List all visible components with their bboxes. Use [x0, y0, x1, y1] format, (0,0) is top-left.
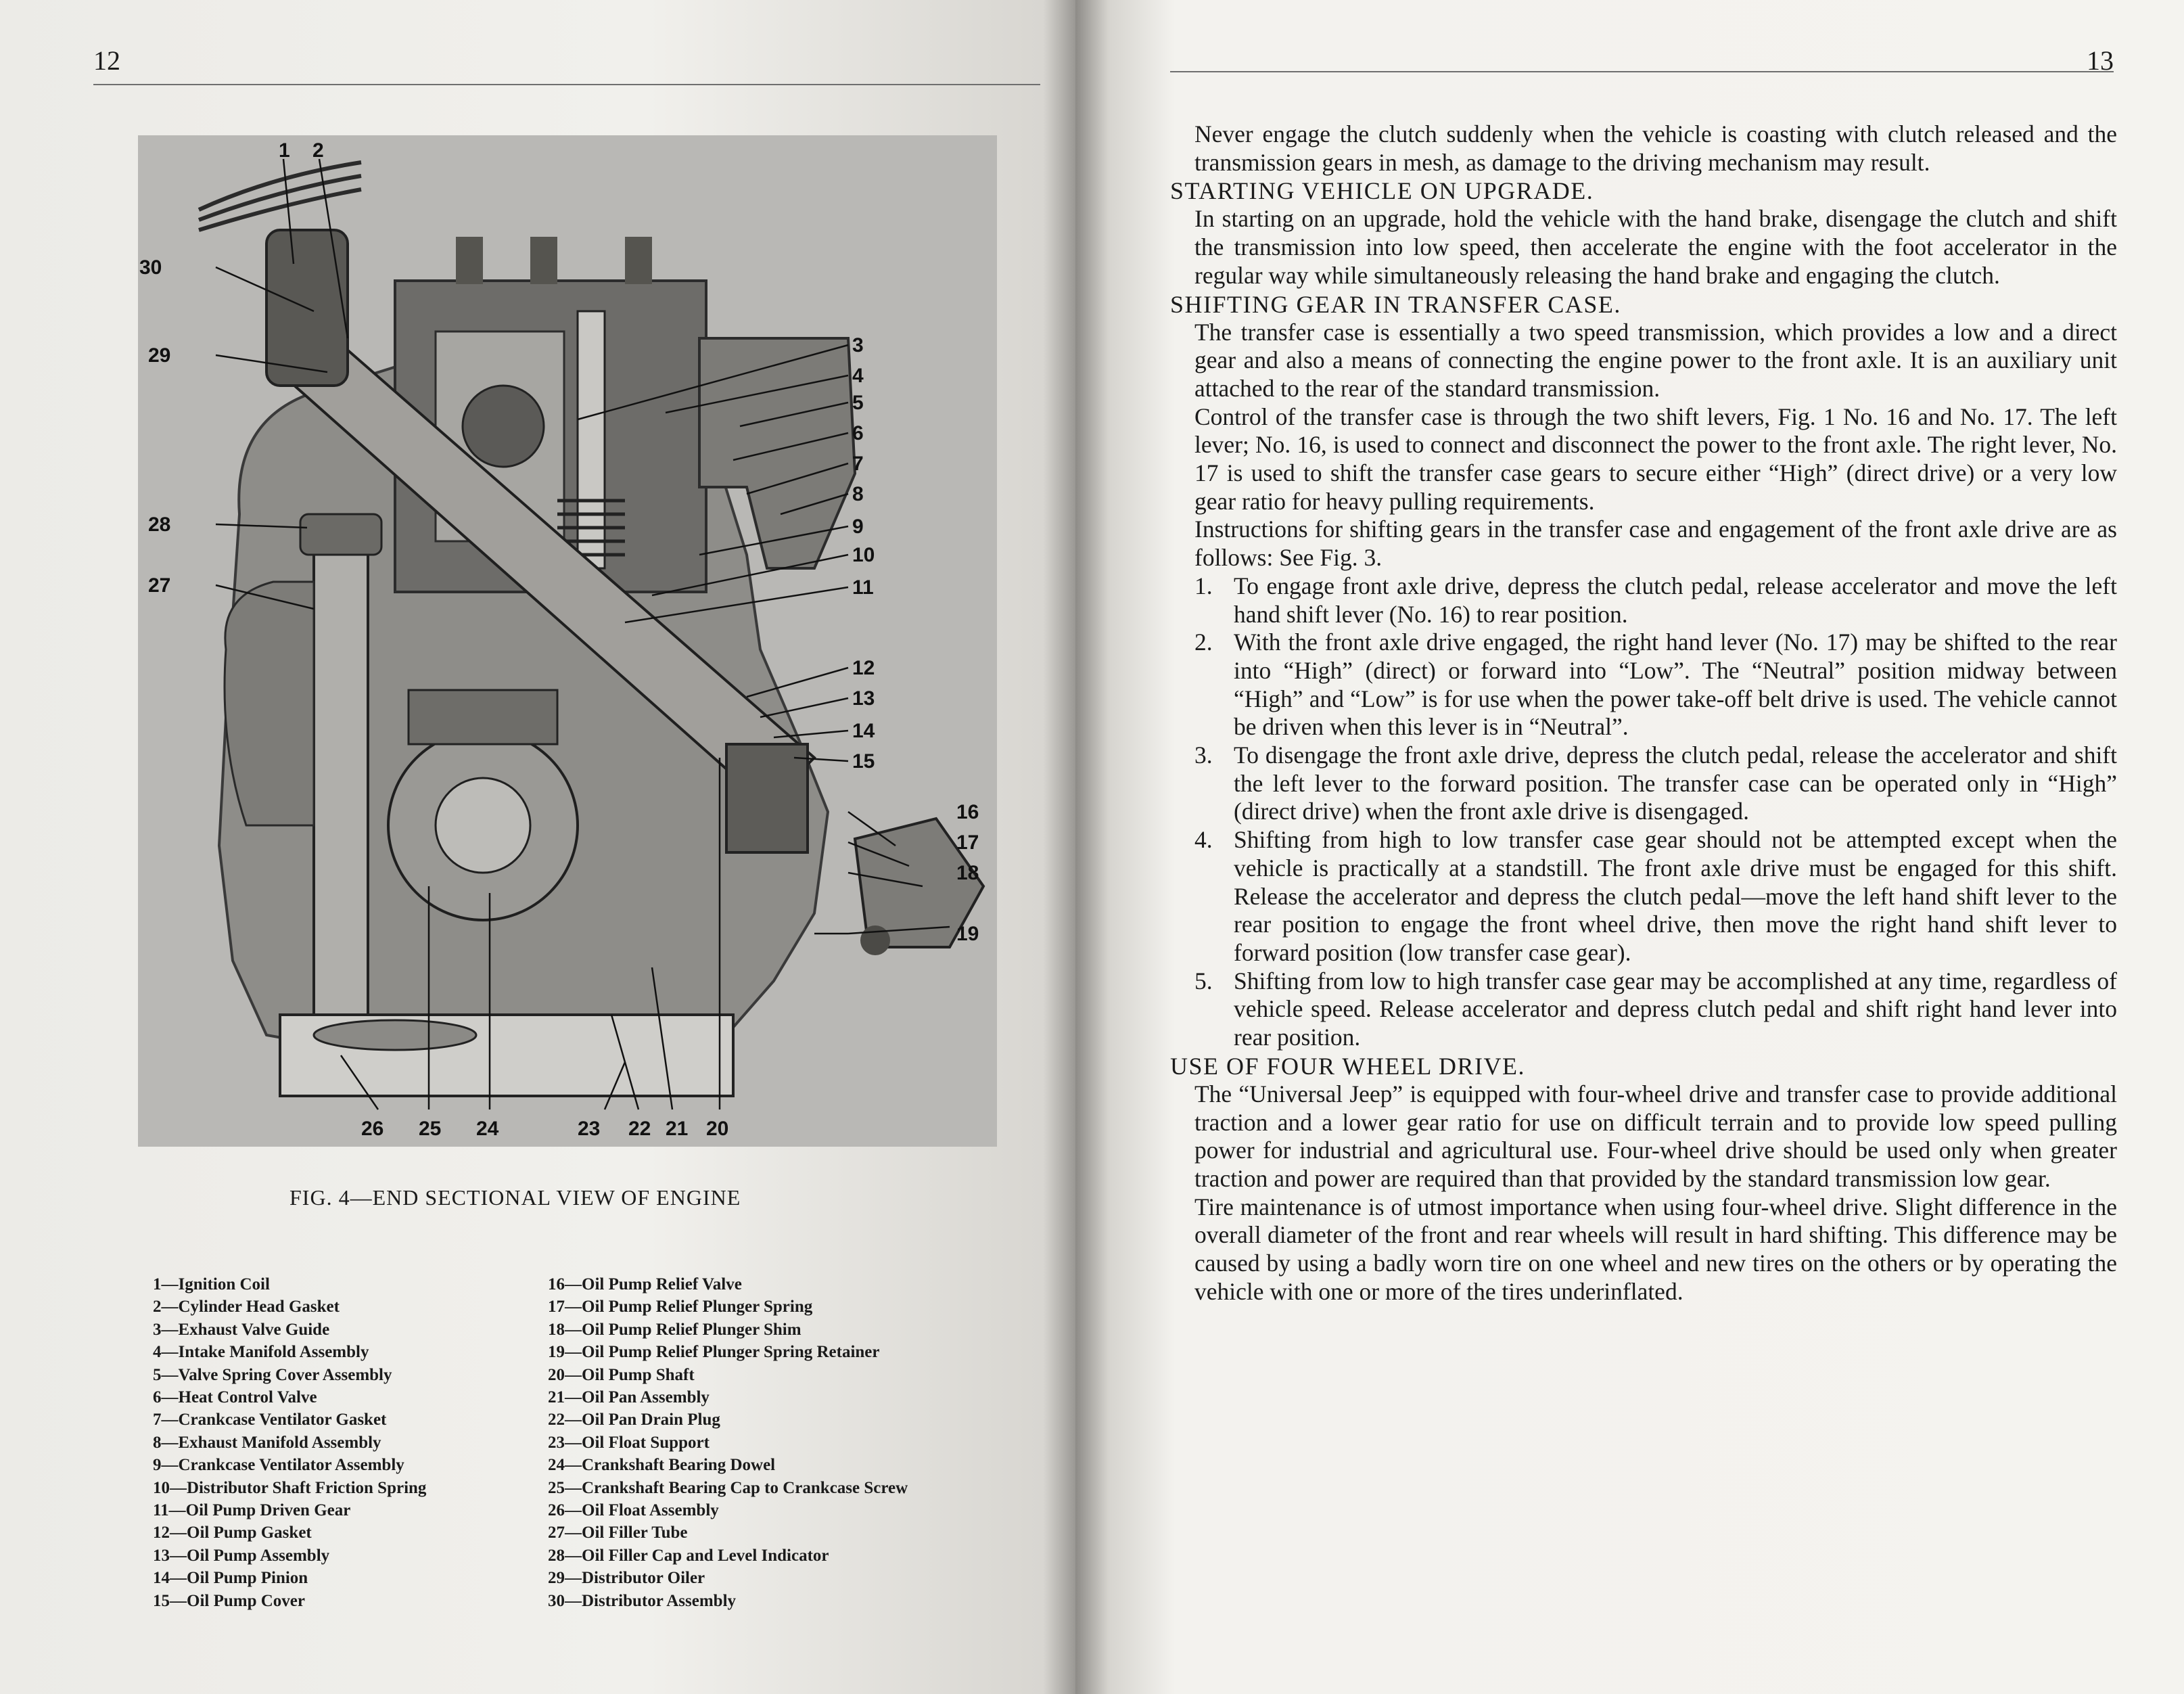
list-item: 3. To disengage the front axle drive, dep…	[1194, 741, 2117, 826]
callout-29: 29	[148, 344, 170, 367]
legend-item: 7—Crankcase Ventilator Gasket	[153, 1411, 387, 1429]
callout-24: 24	[476, 1118, 499, 1140]
callout-9: 9	[852, 516, 864, 538]
legend-item: 6—Heat Control Valve	[153, 1388, 317, 1407]
legend-column-right: 16—Oil Pump Relief Valve 17—Oil Pump Rel…	[548, 1273, 1035, 1612]
callout-17: 17	[956, 831, 979, 854]
callout-27: 27	[148, 574, 170, 597]
legend-item: 25—Crankshaft Bearing Cap to Crankcase S…	[548, 1478, 908, 1497]
list-item-number: 3.	[1194, 741, 1213, 769]
page-body: Never engage the clutch suddenly when th…	[1170, 120, 2117, 1306]
header-rule-right	[1170, 71, 2114, 72]
list-item-text: Shifting from low to high transfer case …	[1234, 967, 2117, 1051]
list-item: 4. Shifting from high to low transfer cas…	[1194, 826, 2117, 967]
legend-item: 2—Cylinder Head Gasket	[153, 1298, 340, 1317]
callout-28: 28	[148, 513, 170, 536]
legend-item: 21—Oil Pan Assembly	[548, 1388, 710, 1407]
four-wheel-drive-paragraph-2: Tire maintenance is of utmost importance…	[1194, 1193, 2117, 1305]
callout-30: 30	[139, 256, 162, 279]
legend-item: 10—Distributor Shaft Friction Spring	[153, 1478, 427, 1497]
callout-3: 3	[852, 334, 864, 357]
header-rule-left	[93, 84, 1040, 85]
right-page: 13 Never engage the clutch suddenly when…	[1075, 0, 2184, 1694]
engine-illustration: 1 2 3 4 5 6 7 8 9 10 11 12 13 14 15 16 1…	[139, 139, 985, 1140]
legend-item: 15—Oil Pump Cover	[153, 1591, 305, 1610]
engine-sectional-figure: 1 2 3 4 5 6 7 8 9 10 11 12 13 14 15 16 1…	[138, 135, 997, 1147]
legend-item: 14—Oil Pump Pinion	[153, 1569, 308, 1588]
legend-item: 24—Crankshaft Bearing Dowel	[548, 1456, 776, 1475]
legend-item: 30—Distributor Assembly	[548, 1591, 737, 1610]
upgrade-paragraph: In starting on an upgrade, hold the vehi…	[1194, 205, 2117, 289]
list-item-text: To disengage the front axle drive, depre…	[1234, 741, 2117, 825]
left-page: 12	[0, 0, 1075, 1694]
list-item-text: With the front axle drive engaged, the r…	[1234, 628, 2117, 741]
list-item-number: 2.	[1194, 628, 1213, 656]
callout-20: 20	[706, 1118, 728, 1140]
callout-4: 4	[852, 365, 864, 387]
legend-item: 29—Distributor Oiler	[548, 1569, 705, 1588]
legend-item: 3—Exhaust Valve Guide	[153, 1320, 330, 1339]
shift-instructions-list: 1. To engage front axle drive, depress th…	[1170, 572, 2117, 1052]
section-heading-upgrade: STARTING VEHICLE ON UPGRADE.	[1170, 177, 1594, 205]
legend-item: 1—Ignition Coil	[153, 1275, 270, 1294]
figure-caption: FIG. 4—END SECTIONAL VIEW OF ENGINE	[289, 1185, 741, 1210]
callout-8: 8	[852, 483, 864, 505]
callout-10: 10	[852, 544, 875, 566]
callout-21: 21	[666, 1118, 688, 1140]
page-number-right: 13	[2087, 45, 2114, 76]
list-item: 5. Shifting from low to high transfer cas…	[1194, 967, 2117, 1052]
callout-1: 1	[279, 139, 290, 162]
legend-item: 17—Oil Pump Relief Plunger Spring	[548, 1298, 813, 1317]
legend-item: 12—Oil Pump Gasket	[153, 1524, 312, 1542]
legend-item: 5—Valve Spring Cover Assembly	[153, 1365, 392, 1384]
callout-12: 12	[852, 657, 875, 679]
legend-item: 8—Exhaust Manifold Assembly	[153, 1433, 381, 1452]
callout-16: 16	[956, 801, 979, 823]
legend-column-left: 1—Ignition Coil 2—Cylinder Head Gasket 3…	[153, 1273, 532, 1612]
callout-14: 14	[852, 720, 875, 742]
list-item-number: 4.	[1194, 826, 1213, 854]
section-heading-four-wheel-drive: USE OF FOUR WHEEL DRIVE.	[1170, 1052, 1526, 1080]
callout-11: 11	[852, 576, 874, 599]
page-number-left: 12	[93, 45, 120, 76]
legend-item: 18—Oil Pump Relief Plunger Shim	[548, 1320, 801, 1339]
callout-26: 26	[361, 1118, 384, 1140]
legend-item: 19—Oil Pump Relief Plunger Spring Retain…	[548, 1343, 880, 1362]
legend-item: 26—Oil Float Assembly	[548, 1501, 719, 1520]
callout-22: 22	[628, 1118, 651, 1140]
transfer-case-paragraph-3: Instructions for shifting gears in the t…	[1194, 516, 2117, 572]
callout-2: 2	[312, 139, 324, 162]
callout-18: 18	[956, 862, 979, 884]
list-item-text: To engage front axle drive, depress the …	[1234, 572, 2117, 628]
list-item-text: Shifting from high to low transfer case …	[1234, 826, 2117, 966]
list-item-number: 5.	[1194, 967, 1213, 994]
legend-item: 11—Oil Pump Driven Gear	[153, 1501, 351, 1520]
intro-paragraph: Never engage the clutch suddenly when th…	[1194, 120, 2117, 176]
callout-25: 25	[419, 1118, 441, 1140]
callout-19: 19	[956, 923, 979, 945]
list-item: 2. With the front axle drive engaged, the…	[1194, 628, 2117, 741]
legend-item: 27—Oil Filler Tube	[548, 1524, 688, 1542]
four-wheel-drive-paragraph-1: The “Universal Jeep” is equipped with fo…	[1194, 1080, 2117, 1192]
section-heading-transfer-case: SHIFTING GEAR IN TRANSFER CASE.	[1170, 290, 1621, 318]
transfer-case-paragraph-2: Control of the transfer case is through …	[1194, 403, 2117, 515]
legend-item: 13—Oil Pump Assembly	[153, 1546, 330, 1565]
legend-item: 28—Oil Filler Cap and Level Indicator	[548, 1546, 829, 1565]
callout-7: 7	[852, 453, 864, 475]
transfer-case-paragraph-1: The transfer case is essentially a two s…	[1194, 318, 2117, 402]
list-item-number: 1.	[1194, 572, 1213, 599]
legend-item: 20—Oil Pump Shaft	[548, 1365, 695, 1384]
legend-item: 9—Crankcase Ventilator Assembly	[153, 1456, 404, 1475]
legend-item: 16—Oil Pump Relief Valve	[548, 1275, 742, 1294]
callout-6: 6	[852, 422, 864, 444]
legend-item: 22—Oil Pan Drain Plug	[548, 1411, 720, 1429]
list-item: 1. To engage front axle drive, depress th…	[1194, 572, 2117, 628]
callout-13: 13	[852, 687, 875, 710]
callout-23: 23	[578, 1118, 600, 1140]
legend-item: 4—Intake Manifold Assembly	[153, 1343, 369, 1362]
callout-15: 15	[852, 750, 875, 773]
callout-5: 5	[852, 392, 864, 414]
legend-item: 23—Oil Float Support	[548, 1433, 710, 1452]
